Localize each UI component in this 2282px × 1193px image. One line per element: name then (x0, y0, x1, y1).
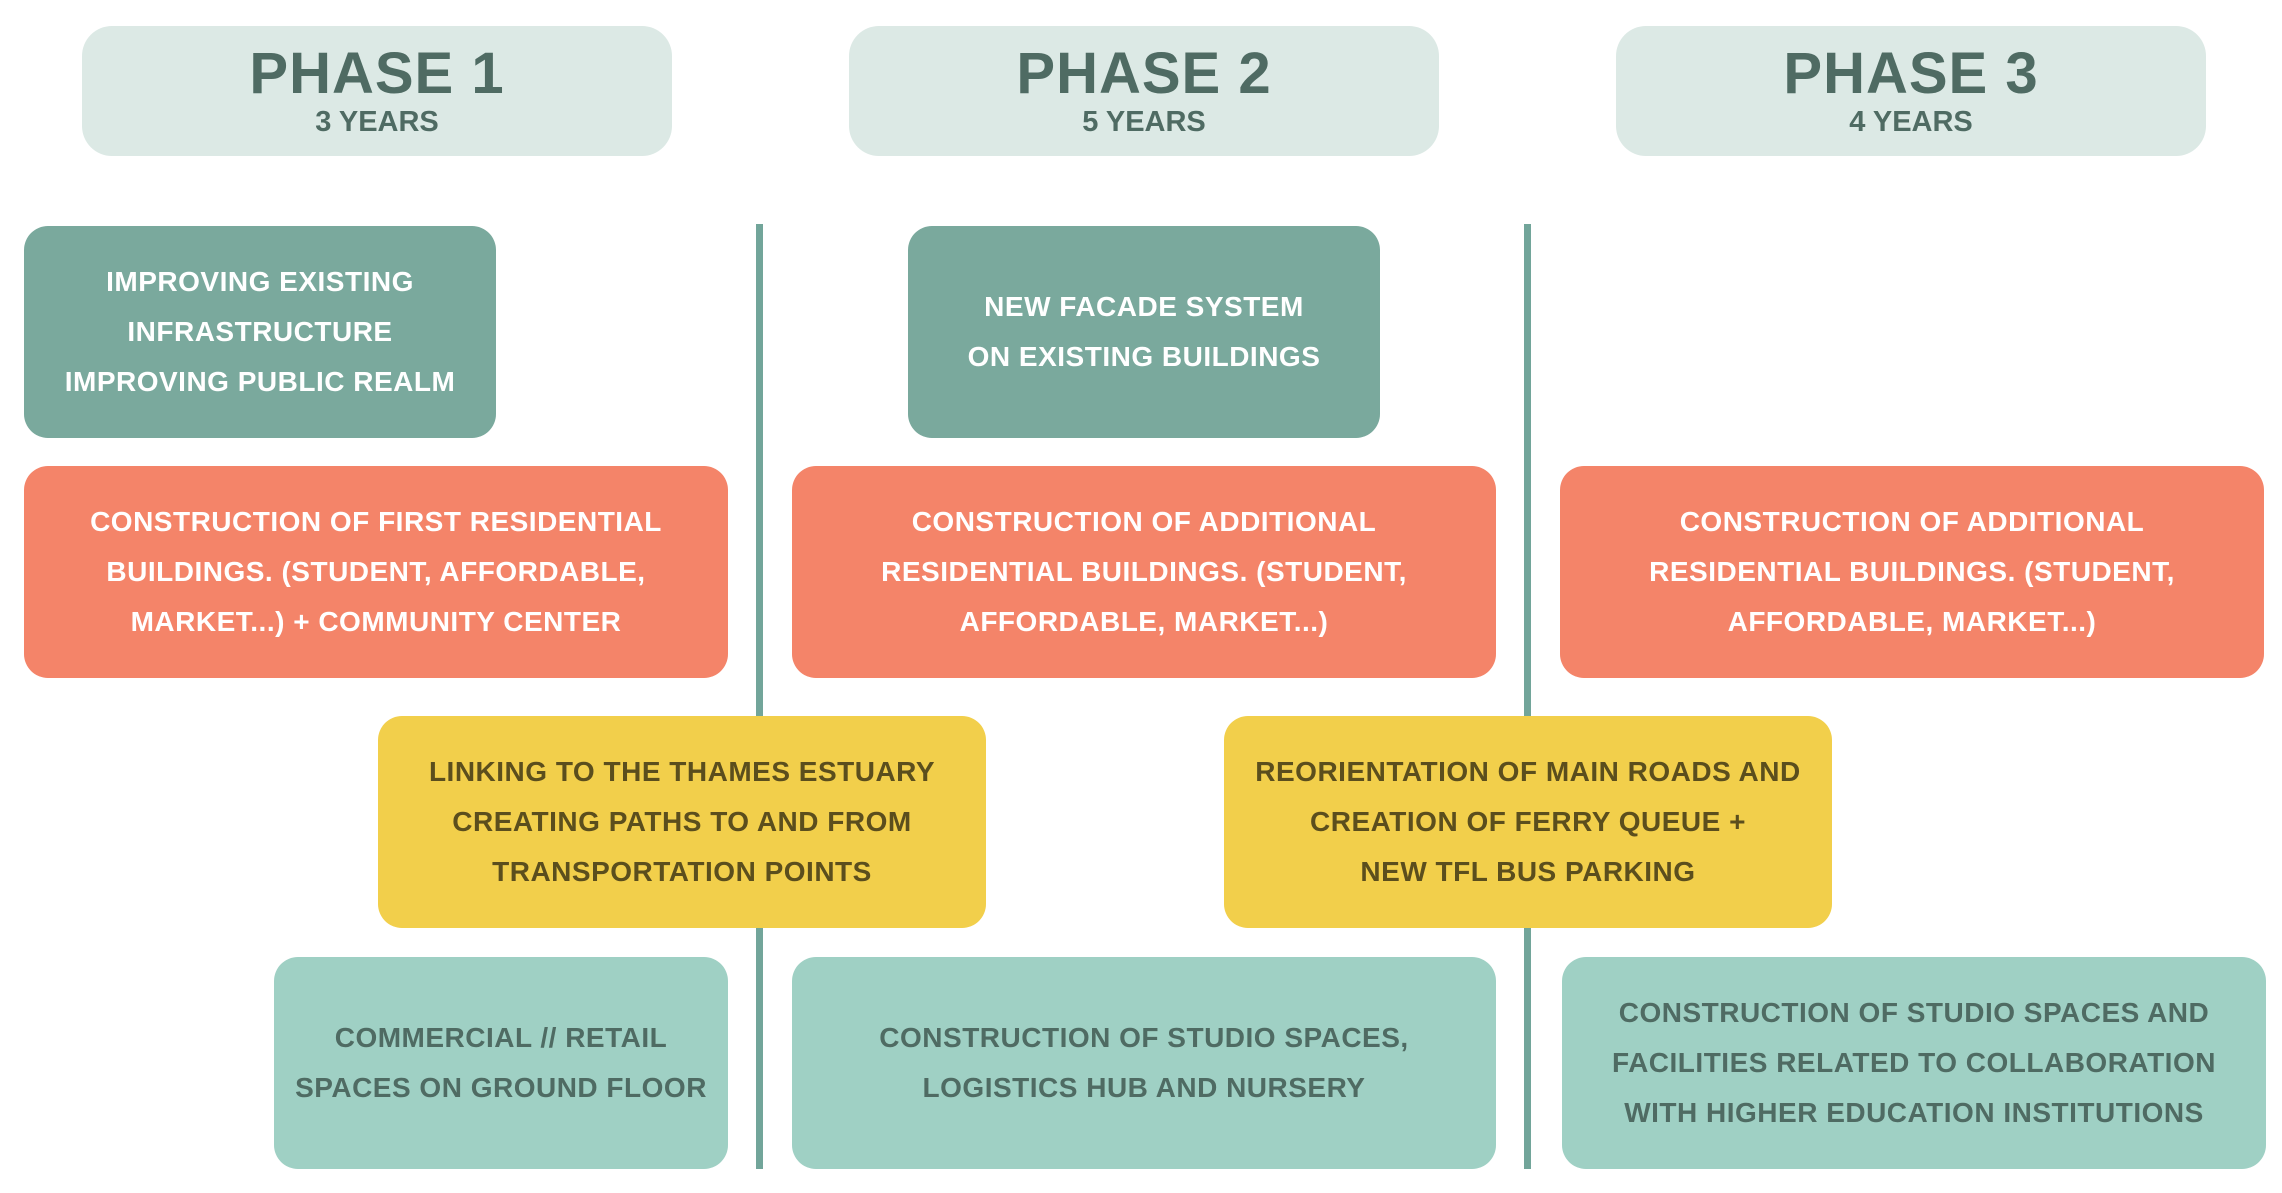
linking-card-phase-2-3: REORIENTATION OF MAIN ROADS AND CREATION… (1224, 716, 1832, 928)
studio-card-phase-2-text: CONSTRUCTION OF STUDIO SPACES, LOGISTICS… (879, 1022, 1409, 1103)
linking-card-phase-1-2: LINKING TO THE THAMES ESTUARY CREATING P… (378, 716, 986, 928)
residential-card-phase-3: CONSTRUCTION OF ADDITIONAL RESIDENTIAL B… (1560, 466, 2264, 678)
linking-card-phase-1-2-text: LINKING TO THE THAMES ESTUARY CREATING P… (428, 756, 936, 887)
phase-divider-2-3 (1524, 224, 1531, 1169)
infrastructure-card-phase-1-text: IMPROVING EXISTING INFRASTRUCTURE IMPROV… (64, 266, 456, 397)
infrastructure-card-phase-2: NEW FACADE SYSTEM ON EXISTING BUILDINGS (908, 226, 1380, 438)
linking-card-phase-2-3-text: REORIENTATION OF MAIN ROADS AND CREATION… (1255, 756, 1801, 887)
studio-card-phase-1: COMMERCIAL // RETAIL SPACES ON GROUND FL… (274, 957, 728, 1169)
infrastructure-card-phase-2-text: NEW FACADE SYSTEM ON EXISTING BUILDINGS (967, 291, 1321, 372)
phase-2-duration: 5 YEARS (1082, 105, 1206, 138)
studio-card-phase-3-text: CONSTRUCTION OF STUDIO SPACES AND FACILI… (1612, 997, 2216, 1128)
phase-1-duration: 3 YEARS (315, 105, 439, 138)
studio-card-phase-3: CONSTRUCTION OF STUDIO SPACES AND FACILI… (1562, 957, 2266, 1169)
phase-3-title: PHASE 3 (1783, 41, 2039, 106)
phase-3-duration: 4 YEARS (1849, 105, 1973, 138)
phase-3-header: PHASE 3 4 YEARS (1616, 26, 2206, 156)
residential-card-phase-2-text: CONSTRUCTION OF ADDITIONAL RESIDENTIAL B… (881, 506, 1407, 637)
phase-1-title: PHASE 1 (249, 41, 505, 106)
studio-card-phase-1-text: COMMERCIAL // RETAIL SPACES ON GROUND FL… (295, 1022, 707, 1103)
phase-2-title: PHASE 2 (1016, 41, 1272, 106)
studio-card-phase-2: CONSTRUCTION OF STUDIO SPACES, LOGISTICS… (792, 957, 1496, 1169)
infrastructure-card-phase-1: IMPROVING EXISTING INFRASTRUCTURE IMPROV… (24, 226, 496, 438)
phase-2-header: PHASE 2 5 YEARS (849, 26, 1439, 156)
residential-card-phase-1: CONSTRUCTION OF FIRST RESIDENTIAL BUILDI… (24, 466, 728, 678)
residential-card-phase-2: CONSTRUCTION OF ADDITIONAL RESIDENTIAL B… (792, 466, 1496, 678)
phase-divider-1-2 (756, 224, 763, 1169)
phase-1-header: PHASE 1 3 YEARS (82, 26, 672, 156)
residential-card-phase-1-text: CONSTRUCTION OF FIRST RESIDENTIAL BUILDI… (90, 506, 662, 637)
residential-card-phase-3-text: CONSTRUCTION OF ADDITIONAL RESIDENTIAL B… (1649, 506, 2175, 637)
